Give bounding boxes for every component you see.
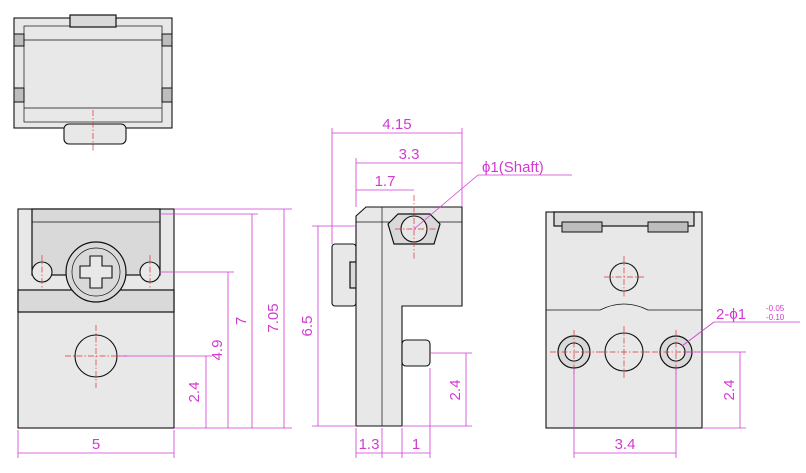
top-view-clip-right-upper xyxy=(161,33,173,47)
side-view-pin xyxy=(401,339,431,367)
back-view-clip-left xyxy=(561,221,603,233)
top-view-body xyxy=(13,17,173,129)
dim-back-tolerance-lower: -0.10 xyxy=(766,313,785,322)
side-view xyxy=(331,195,463,427)
top-view-clip-left-upper xyxy=(13,33,25,47)
dim-side-pin-length: 1 xyxy=(412,436,420,453)
phillips-cross-icon xyxy=(79,255,113,289)
dim-front-width: 5 xyxy=(92,436,100,453)
top-view-clip-left-lower xyxy=(13,87,25,103)
dim-side-height: 6.5 xyxy=(299,316,316,337)
front-view xyxy=(17,208,175,429)
back-view-body xyxy=(545,211,703,429)
dim-back-tolerance-upper: -0.05 xyxy=(766,304,785,313)
dim-side-pin-height: 2.4 xyxy=(447,380,464,401)
top-view xyxy=(13,14,173,152)
back-view xyxy=(545,211,703,429)
side-view-dimensions: 4.15 3.3 1.7 ϕ1(Shaft) 6.5 2.4 1.3 1 xyxy=(299,116,572,458)
front-view-dimensions: 5 7.05 7 4.9 2.4 xyxy=(17,208,292,458)
dim-back-hole-label: 2-ϕ1 xyxy=(716,306,746,323)
top-view-clip-right-lower xyxy=(161,87,173,103)
dim-side-depth-total: 4.15 xyxy=(382,116,411,133)
dim-side-base-offset: 1.3 xyxy=(359,436,380,453)
dim-side-shaft-center: 1.7 xyxy=(375,173,396,190)
top-view-shaft xyxy=(63,123,127,145)
back-view-clip-right xyxy=(647,221,689,233)
dim-front-height-total: 7.05 xyxy=(265,303,282,332)
dim-back-hole-height: 2.4 xyxy=(721,380,738,401)
dim-front-hole-height: 2.4 xyxy=(186,382,203,403)
dim-side-depth-shaft-edge: 3.3 xyxy=(399,146,420,163)
top-view-tab xyxy=(69,14,117,28)
dim-front-screw-height: 4.9 xyxy=(209,340,226,361)
dim-back-hole-pitch: 3.4 xyxy=(615,436,636,453)
dim-side-shaft-label: ϕ1(Shaft) xyxy=(482,159,544,176)
dim-front-height-body: 7 xyxy=(233,317,250,325)
back-view-dimensions: 3.4 2.4 2-ϕ1 -0.05 -0.10 xyxy=(573,304,800,458)
